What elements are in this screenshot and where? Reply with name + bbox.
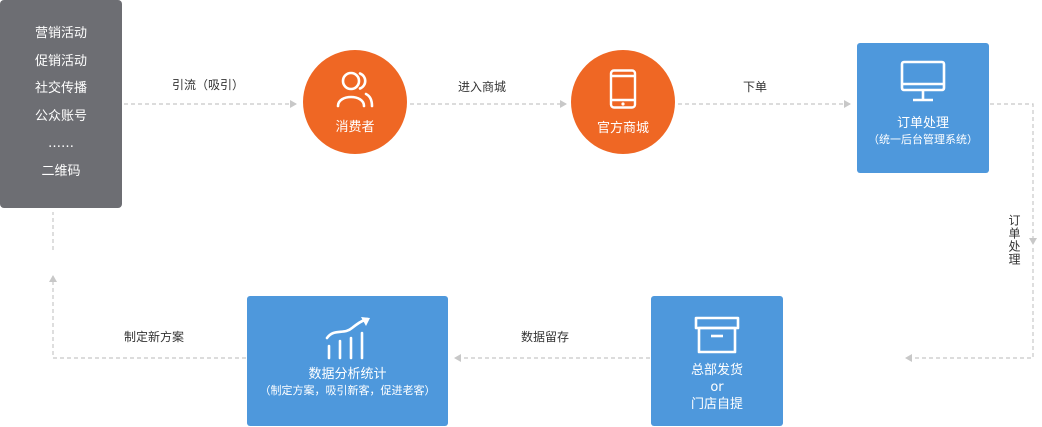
fulfillment-line-1: 总部发货 [690,363,743,378]
order-processing-title: 订单处理 [896,116,949,131]
bar-chart-trend-icon [325,317,370,360]
analytics-subtitle: （制定方案，吸引新客，促进老客） [259,384,436,397]
fulfillment-or: or [710,380,724,395]
edge-label-order-processing: 订单处理 [1007,214,1021,266]
channel-item: 促销活动 [34,53,87,69]
fulfillment-line-3: 门店自提 [690,397,743,412]
order-processing-subtitle: （统一后台管理系统） [868,133,978,146]
monitor-icon [900,60,946,102]
consumer-node: 消费者 [303,50,407,154]
channel-item: 公众账号 [34,108,87,124]
users-icon [336,71,374,107]
channel-item: …… [48,136,74,151]
consumer-label: 消费者 [335,119,375,135]
channel-item: 二维码 [41,163,81,179]
edge-label-new-plan: 制定新方案 [124,330,185,344]
analytics-node: 数据分析统计 （制定方案，吸引新客，促进老客） [247,296,448,426]
edge-label-place-order: 下单 [743,80,768,94]
box-icon [694,316,740,354]
fulfillment-node: 总部发货 or 门店自提 [651,296,783,426]
order-processing-node: 订单处理 （统一后台管理系统） [857,43,989,173]
analytics-title: 数据分析统计 [308,367,387,382]
edge-label-enter-mall: 进入商城 [458,80,507,94]
edge-analytics-to-channels [49,275,246,359]
edge-label-data-retention: 数据留存 [521,330,570,344]
channel-item: 营销活动 [34,26,87,41]
edge-order-down [990,103,1037,245]
edge-order-to-fulfillment [905,248,1034,362]
official-mall-node: 官方商城 [571,50,675,154]
mobile-phone-icon [609,68,637,109]
marketing-channels-box: 营销活动 促销活动 社交传播 公众账号 …… 二维码 [0,0,122,208]
edge-label-attract: 引流（吸引） [172,78,245,92]
channel-item: 社交传播 [34,81,87,96]
official-mall-label: 官方商城 [596,120,649,136]
